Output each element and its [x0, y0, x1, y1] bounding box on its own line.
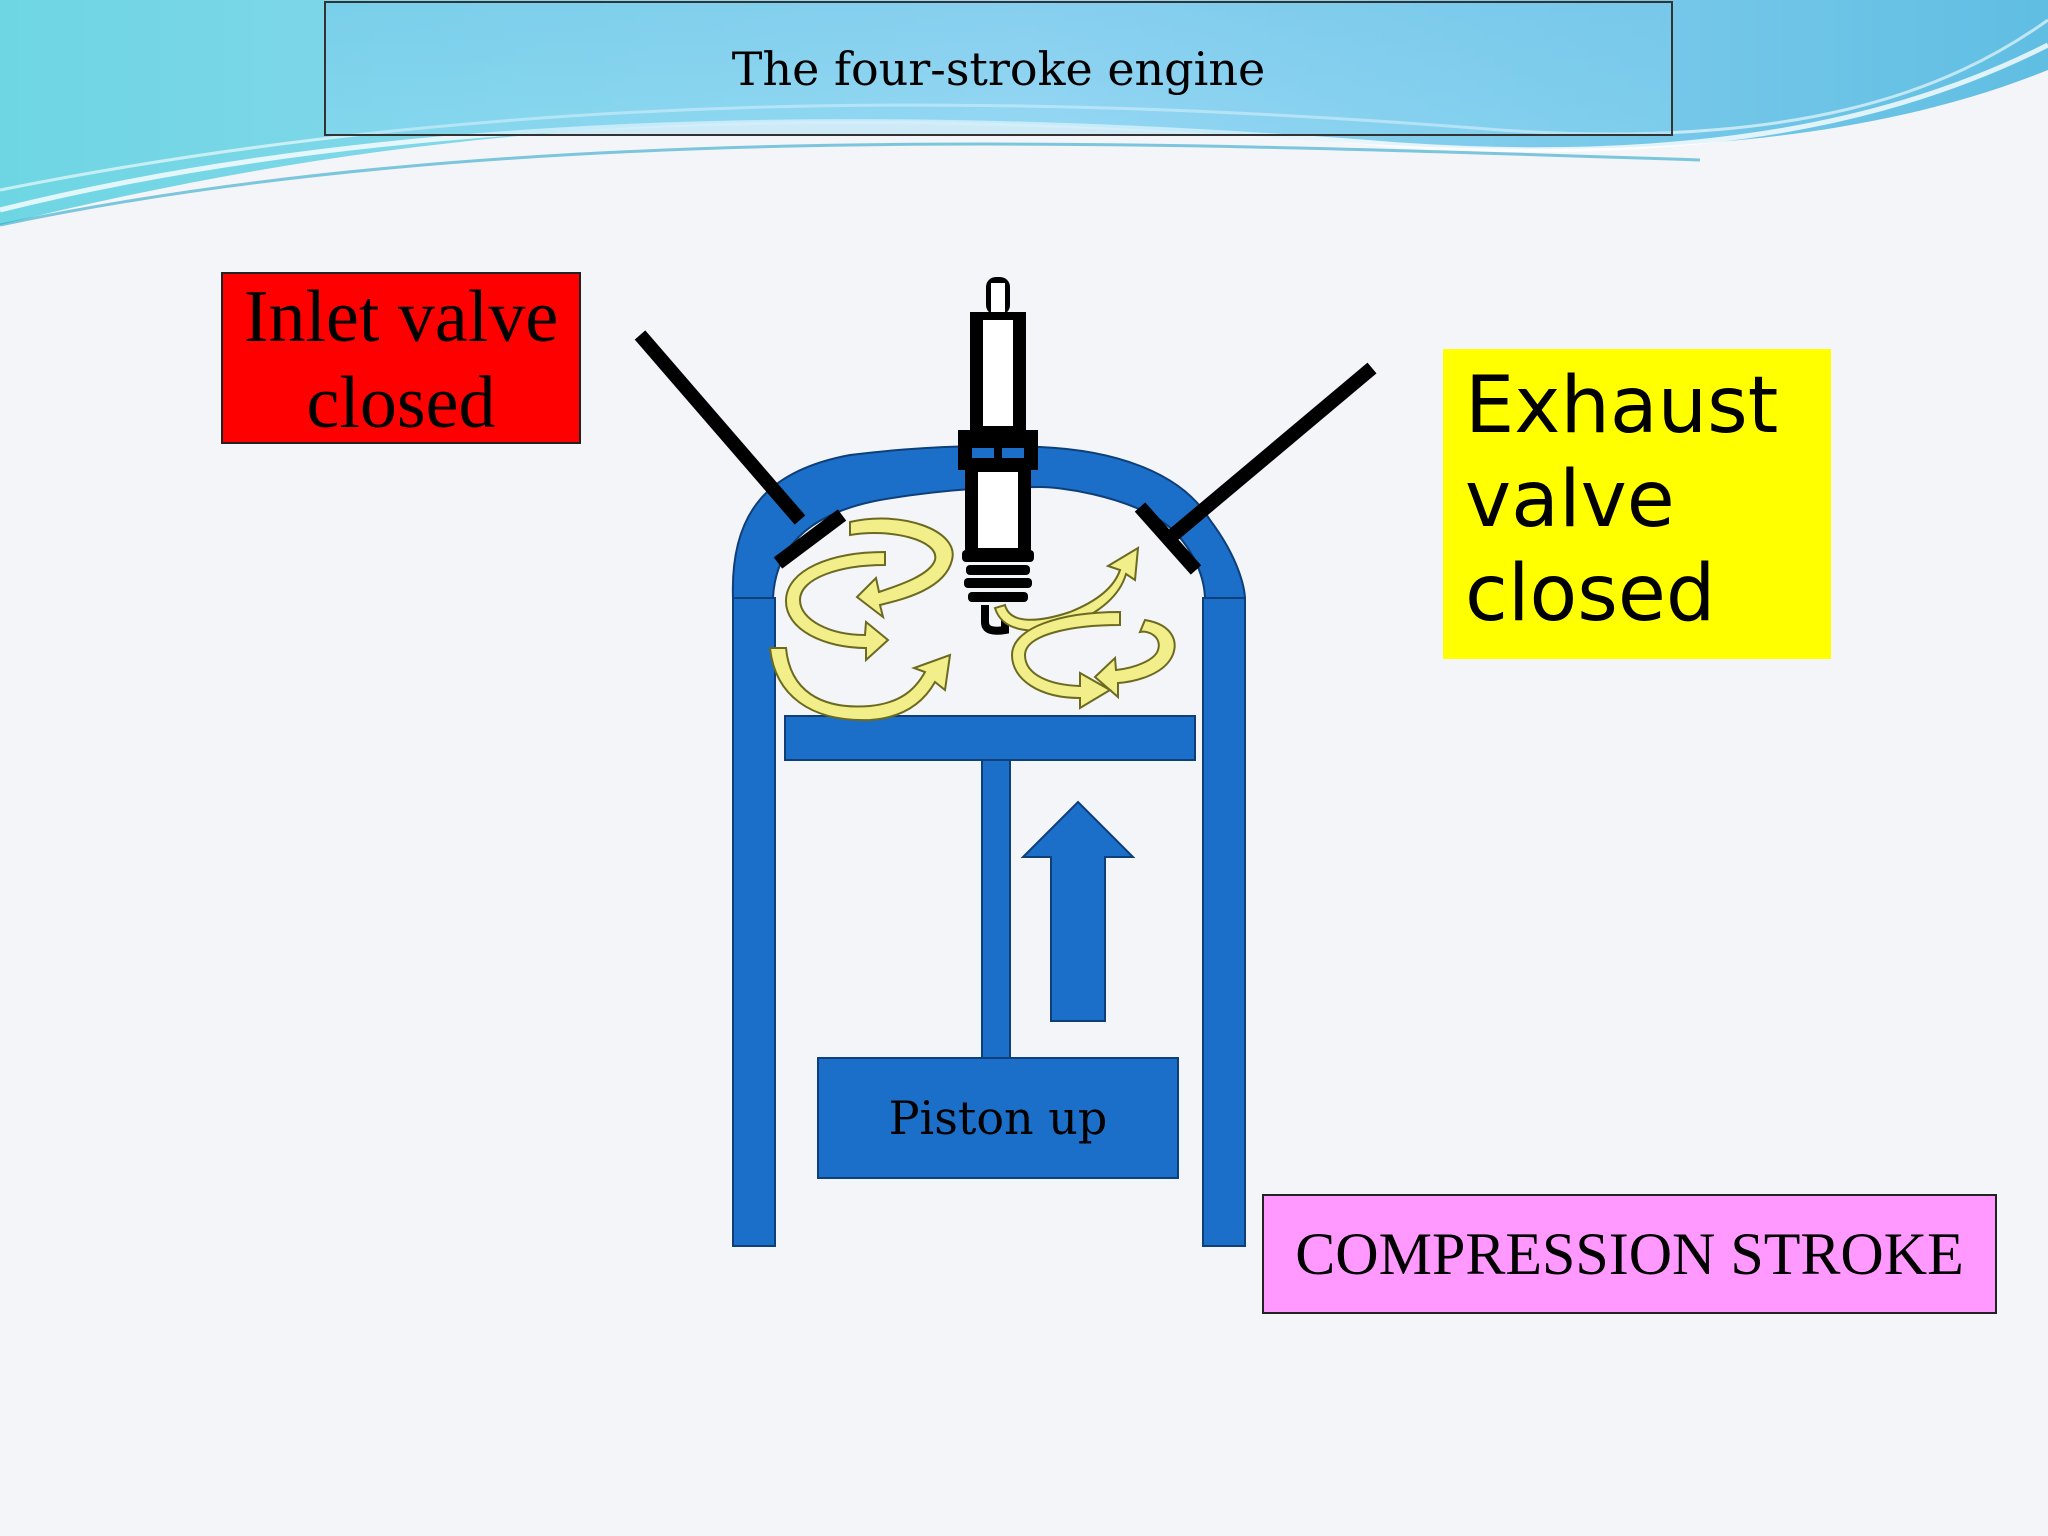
- inlet-valve: [634, 330, 847, 569]
- swirl-arrow-icon: [784, 550, 890, 663]
- slide-title: The four-stroke engine: [324, 1, 1673, 136]
- cylinder-head: [731, 444, 1247, 601]
- exhaust-valve-label: Exhaust valve closed: [1443, 349, 1831, 659]
- spark-plug-icon: [958, 277, 1038, 635]
- inlet-valve-label: Inlet valve closed: [221, 272, 581, 444]
- piston: [784, 715, 1196, 1179]
- swirl-arrow-icon: [768, 647, 952, 722]
- swirl-arrow-icon: [849, 517, 954, 620]
- cylinder-wall-left: [732, 597, 776, 1247]
- cylinder: [731, 444, 1247, 1247]
- swirl-arrow-icon: [1093, 618, 1176, 700]
- connecting-rod: [981, 759, 1011, 1059]
- cylinder-wall-right: [1202, 597, 1246, 1247]
- crank-block: [817, 1057, 1179, 1179]
- piston-crown: [784, 715, 1196, 761]
- piston-direction-arrow-icon: [1020, 800, 1136, 1022]
- mixture-swirl-arrows: [768, 517, 1176, 722]
- stroke-name-label: COMPRESSION STROKE: [1262, 1194, 1997, 1314]
- swirl-arrow-icon: [1010, 610, 1121, 710]
- exhaust-valve: [1134, 362, 1377, 575]
- piston-label: Piston up: [888, 1091, 1108, 1145]
